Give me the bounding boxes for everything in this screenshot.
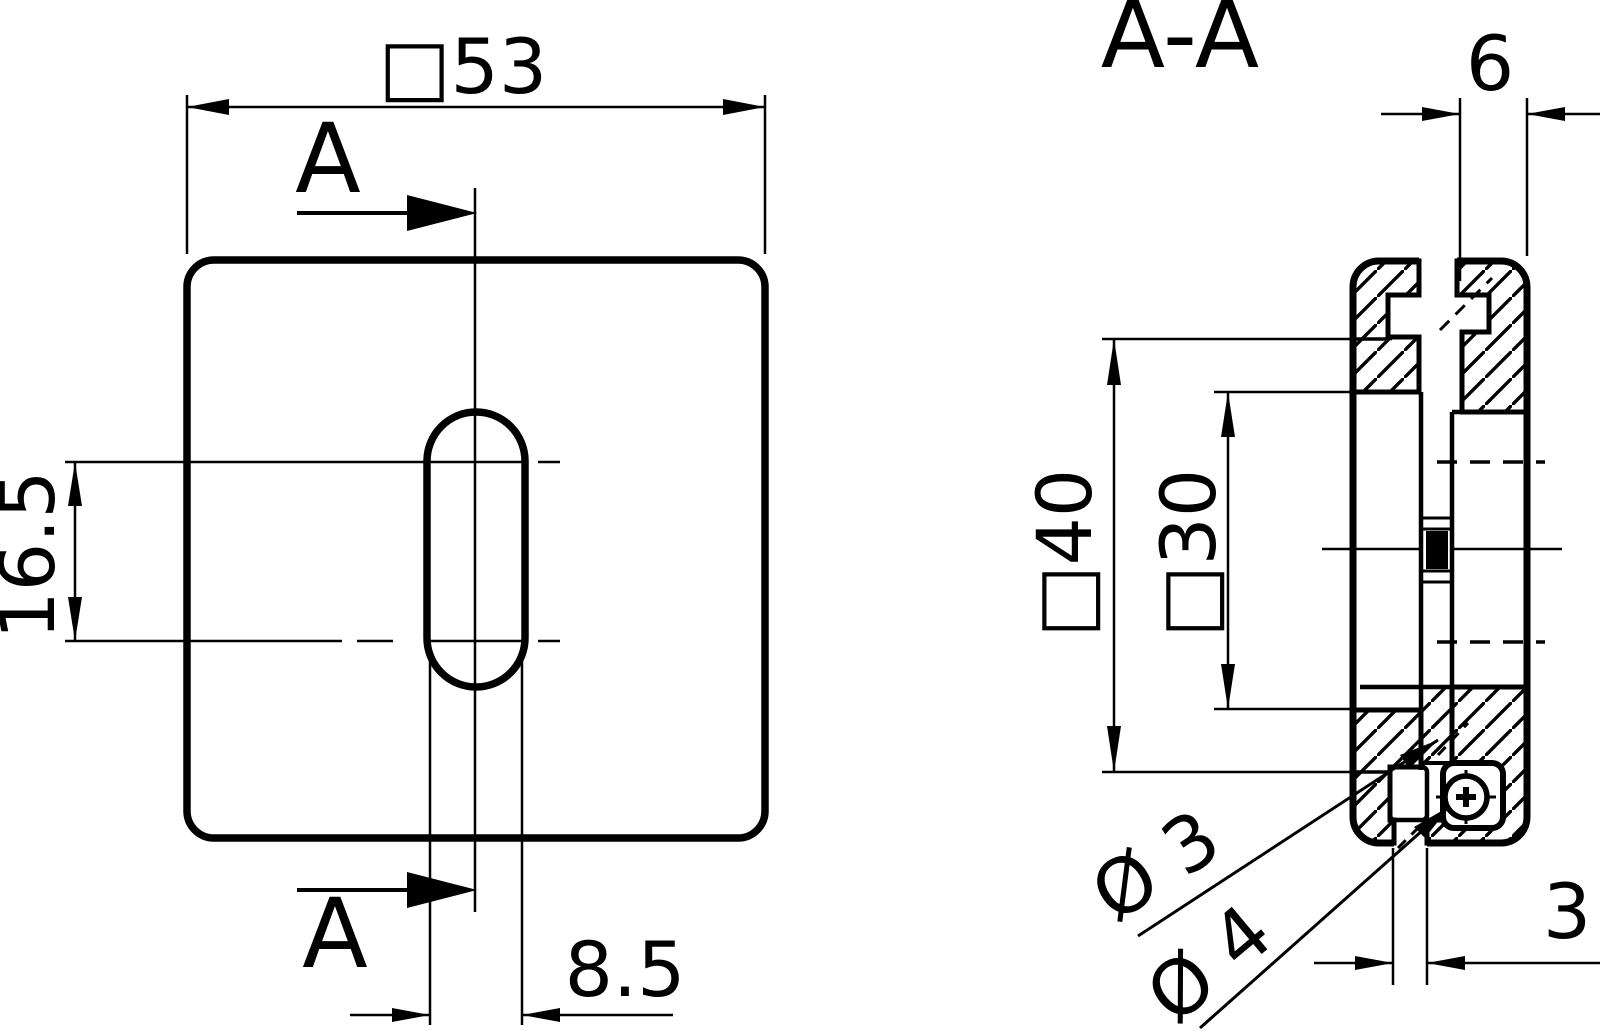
dim-40: □40	[1020, 337, 1392, 774]
dim3-arrow-right	[1427, 956, 1465, 970]
web-solid-block	[1426, 531, 1448, 569]
dim3-arrow-left	[1355, 956, 1393, 970]
leader-dia4-line	[1199, 804, 1451, 1030]
phantom-diagonal-top	[1438, 276, 1494, 332]
dim165-arrow-top	[68, 462, 82, 506]
dim85-arrow-right	[522, 1008, 560, 1022]
dim85-arrow-left	[392, 1008, 430, 1022]
section-arrow-bottom: A	[297, 872, 477, 990]
dim3-label: 3	[1543, 867, 1591, 956]
dim40-arrow-bottom	[1107, 726, 1121, 772]
slot-center-lines	[65, 460, 560, 643]
dim6-arrow-right	[1527, 107, 1565, 121]
leader-dia3-arrow	[1400, 740, 1438, 769]
section-arrow-top-head	[407, 195, 477, 231]
dim6-arrow-left	[1422, 107, 1460, 121]
section-arrow-top: A	[295, 103, 477, 231]
leader-dia4-arrow	[1414, 806, 1450, 838]
section-arrow-bottom-head	[407, 872, 477, 908]
section-top-right-block	[1454, 258, 1530, 415]
dim30-arrow-bottom	[1221, 664, 1235, 709]
contour-right	[1427, 257, 1531, 847]
section-arrow-bottom-label: A	[302, 878, 368, 990]
front-view: □53 16.5 A A 8.5	[0, 22, 769, 1025]
dim85-label: 8.5	[565, 925, 686, 1014]
dim-53: □53	[185, 22, 767, 254]
dim-3: 3	[1314, 848, 1600, 985]
dim-30: □30	[1144, 390, 1421, 711]
dim165-arrow-bottom	[68, 597, 82, 641]
dim-8-5: 8.5	[350, 660, 685, 1025]
bottom-channel-void	[1387, 764, 1430, 823]
dim-6: 6	[1381, 19, 1600, 281]
dim40-label: □40	[1020, 469, 1109, 638]
reference-lines	[1322, 276, 1562, 850]
dim53-arrow-left	[187, 99, 229, 115]
dim165-label: 16.5	[0, 470, 72, 639]
dim30-label: □30	[1144, 469, 1233, 638]
section-arrow-top-label: A	[295, 103, 361, 215]
contour-left	[1349, 257, 1419, 847]
outer-contour	[1349, 257, 1531, 847]
phantom-diagonal-mid	[1436, 721, 1470, 757]
phantom-diagonal-bottom	[1396, 816, 1430, 850]
screw-assembly	[1436, 760, 1506, 831]
section-view: A-A	[1020, 0, 1600, 1031]
section-bottom-left-block	[1350, 707, 1424, 846]
section-title: A-A	[1101, 0, 1259, 90]
dim53-label: □53	[379, 22, 548, 111]
leader-dia3-line	[1137, 738, 1439, 938]
section-top-left-block	[1350, 258, 1422, 395]
dim53-arrow-right	[723, 99, 765, 115]
dim6-label: 6	[1466, 19, 1514, 108]
dim40-arrow-top	[1107, 339, 1121, 385]
dim-16-5: 16.5	[0, 462, 82, 641]
dim30-arrow-top	[1221, 392, 1235, 437]
